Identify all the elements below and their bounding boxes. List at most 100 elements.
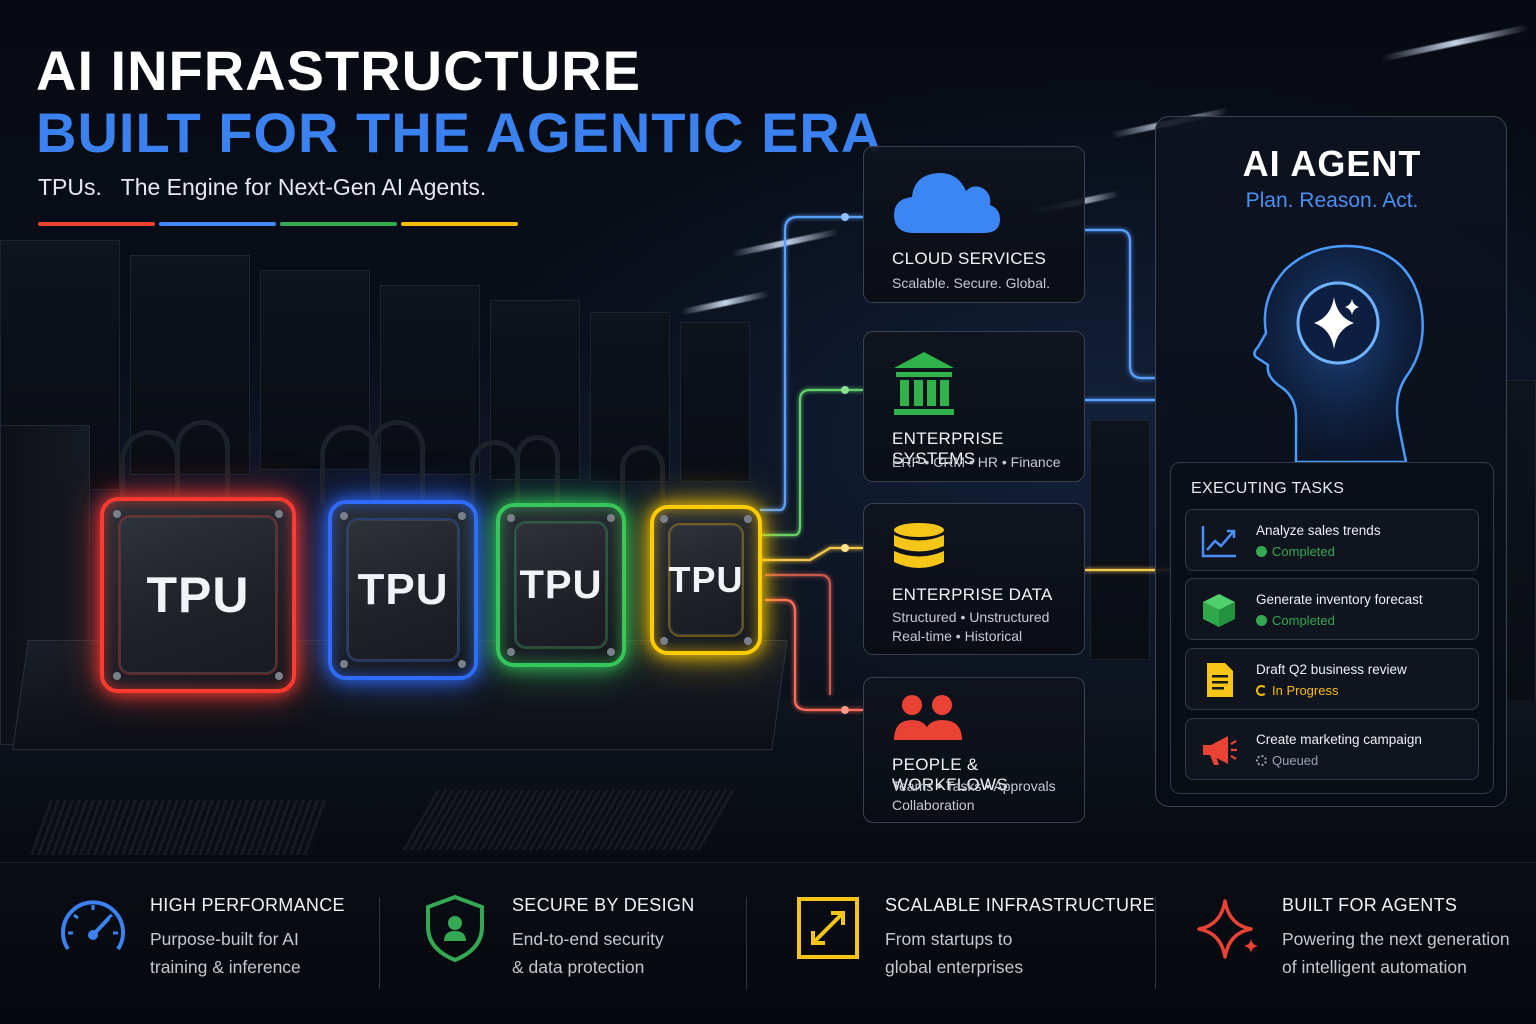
tpu-face: TPU bbox=[120, 517, 276, 673]
task-status: Queued bbox=[1256, 753, 1318, 768]
tpu-label: TPU bbox=[519, 562, 603, 607]
color-bar bbox=[159, 222, 276, 226]
color-bar bbox=[401, 222, 518, 226]
server-rack bbox=[1090, 420, 1150, 660]
feature-description-line: & data protection bbox=[512, 957, 645, 977]
agent-title: AI AGENT bbox=[1242, 143, 1422, 184]
cable bbox=[515, 435, 560, 510]
ai-agent-panel: AI AGENT Plan. Reason. Act. EXECUTING TA… bbox=[1155, 116, 1507, 807]
divider bbox=[379, 897, 380, 989]
check-icon bbox=[1256, 615, 1267, 626]
link-node bbox=[841, 544, 849, 552]
card-enterprise-systems: ENTERPRISE SYSTEMS ERP • CRM • HR • Fina… bbox=[863, 331, 1085, 482]
sparkle-icon bbox=[1197, 899, 1258, 959]
document-icon bbox=[1207, 663, 1233, 697]
task-item[interactable]: Draft Q2 business review In Progress bbox=[1185, 648, 1479, 710]
cable bbox=[620, 445, 665, 515]
page-subtitle: TPUs. The Engine for Next-Gen AI Agents. bbox=[38, 174, 487, 200]
speedometer-icon bbox=[61, 900, 125, 951]
task-item[interactable]: Create marketing campaign Queued bbox=[1185, 718, 1479, 780]
feature-title: SCALABLE INFRASTRUCTURE bbox=[885, 895, 1155, 915]
link-node bbox=[841, 706, 849, 714]
cable bbox=[175, 420, 230, 500]
screw bbox=[275, 510, 283, 518]
expand-icon bbox=[797, 897, 859, 959]
tpu-chip-red: TPU bbox=[100, 497, 296, 693]
task-status-text: Queued bbox=[1272, 753, 1319, 768]
card-title: ENTERPRISE DATA bbox=[892, 585, 1053, 604]
task-name: Create marketing campaign bbox=[1256, 732, 1422, 747]
feature-description-line: training & inference bbox=[150, 957, 301, 977]
screw bbox=[507, 514, 515, 522]
task-status-text: In Progress bbox=[1272, 683, 1339, 698]
server-rack bbox=[680, 322, 750, 482]
card-cloud-services: CLOUD SERVICES Scalable. Secure. Global. bbox=[863, 146, 1085, 303]
divider bbox=[1155, 897, 1156, 989]
screw bbox=[660, 637, 668, 645]
screw bbox=[458, 512, 466, 520]
tasks-title: EXECUTING TASKS bbox=[1191, 480, 1345, 497]
tpu-label: TPU bbox=[146, 567, 250, 623]
tpu-face: TPU bbox=[516, 523, 606, 647]
feature-title: SECURE BY DESIGN bbox=[512, 895, 695, 915]
megaphone-icon bbox=[1203, 736, 1237, 765]
screw bbox=[113, 510, 121, 518]
executing-tasks-panel: EXECUTING TASKS Analyze sales trends Com… bbox=[1170, 462, 1494, 794]
card-people-workflows: PEOPLE & WORKFLOWS Teams • Tasks • Appro… bbox=[863, 677, 1085, 823]
feature-bar: HIGH PERFORMANCE Purpose-built for AI tr… bbox=[0, 862, 1536, 1024]
screw bbox=[458, 660, 466, 668]
task-item[interactable]: Generate inventory forecast Completed bbox=[1185, 578, 1479, 640]
link-tpu-people-2 bbox=[765, 573, 832, 695]
cable bbox=[370, 420, 425, 505]
screw bbox=[275, 672, 283, 680]
feature-description-line: of intelligent automation bbox=[1282, 957, 1467, 977]
color-bar bbox=[280, 222, 397, 226]
cloud-icon bbox=[894, 172, 1000, 233]
agent-tagline: Plan. Reason. Act. bbox=[1245, 189, 1419, 212]
feature-description-line: From startups to bbox=[885, 929, 1013, 949]
ai-head-icon bbox=[1253, 244, 1424, 464]
page-title: AI INFRASTRUCTURE bbox=[36, 39, 641, 102]
screw bbox=[507, 648, 515, 656]
task-status: Completed bbox=[1256, 544, 1335, 559]
tpu-chip-yellow: TPU bbox=[650, 505, 762, 655]
screw bbox=[744, 515, 752, 523]
task-status: In Progress bbox=[1256, 683, 1338, 698]
shield-icon bbox=[426, 894, 484, 963]
feature-description: End-to-end security & data protection bbox=[512, 925, 664, 981]
card-description: Scalable. Secure. Global. bbox=[892, 275, 1050, 291]
card-title: PEOPLE & WORKFLOWS bbox=[892, 755, 1009, 794]
screw bbox=[340, 512, 348, 520]
feature-description-line: Powering the next generation bbox=[1282, 929, 1510, 949]
screw bbox=[607, 648, 615, 656]
link-node bbox=[841, 213, 849, 221]
card-description: Structured • Unstructured bbox=[892, 609, 1050, 625]
cable bbox=[120, 430, 180, 500]
task-item[interactable]: Analyze sales trends Completed bbox=[1185, 509, 1479, 571]
tpu-label: TPU bbox=[668, 559, 744, 600]
card-enterprise-data: ENTERPRISE DATA Structured • Unstructure… bbox=[863, 503, 1085, 655]
card-description: Teams • Tasks • Approvals bbox=[892, 778, 1056, 794]
progress-icon bbox=[1256, 685, 1267, 696]
color-bar bbox=[38, 222, 155, 226]
task-name: Generate inventory forecast bbox=[1256, 592, 1423, 607]
tpu-chip-blue: TPU bbox=[328, 500, 478, 680]
bank-icon bbox=[894, 352, 954, 415]
tpu-chip-green: TPU bbox=[496, 503, 626, 667]
card-description: Collaboration bbox=[892, 797, 975, 813]
card-title: ENTERPRISE SYSTEMS bbox=[892, 429, 1004, 468]
feature-description: From startups to global enterprises bbox=[885, 925, 1023, 981]
color-bars bbox=[38, 222, 518, 226]
cube-icon bbox=[1203, 594, 1235, 627]
link-tpu-people bbox=[765, 598, 863, 712]
link-tpu-enterprise bbox=[760, 388, 863, 537]
card-title: CLOUD SERVICES bbox=[892, 249, 1047, 268]
queued-icon bbox=[1256, 755, 1267, 766]
screw bbox=[340, 660, 348, 668]
feature-description-line: global enterprises bbox=[885, 957, 1024, 977]
screw bbox=[607, 514, 615, 522]
tpu-face: TPU bbox=[668, 525, 744, 635]
link-tpu-cloud bbox=[760, 215, 863, 512]
tpu-face: TPU bbox=[348, 520, 458, 660]
